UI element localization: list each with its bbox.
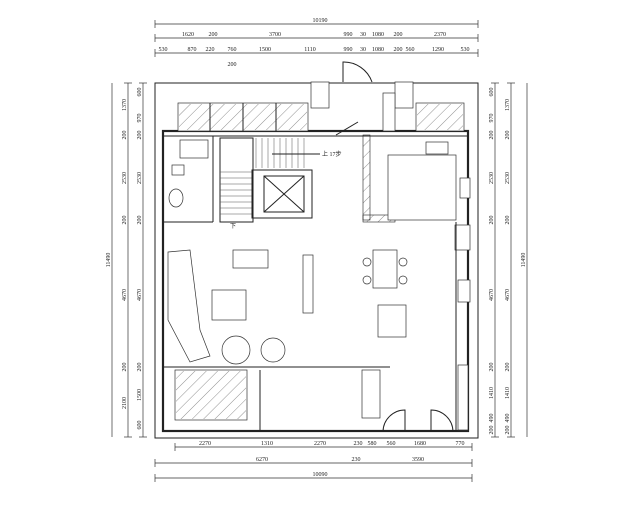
dimension-label: 2270 <box>199 441 211 447</box>
dimension-label: 11490 <box>106 253 112 268</box>
dimension-label: 1370 <box>122 99 128 111</box>
dimension-label: 760 <box>228 47 237 53</box>
dimension-label: 580 <box>368 441 377 447</box>
dimension-label: 490 <box>505 414 511 423</box>
dimension-label: 1620 <box>182 32 194 38</box>
dimension-label: 600 <box>489 88 495 97</box>
dimension-label: 560 <box>406 47 415 53</box>
dimension-label: 200 <box>505 216 511 225</box>
dimension-label: 530 <box>159 47 168 53</box>
dimension-label: 200 <box>137 363 143 372</box>
balcony-bottom <box>174 364 469 433</box>
dimension-label: 1290 <box>432 47 444 53</box>
dimension-label: 200 <box>394 47 403 53</box>
dimension-label: 200 <box>122 131 128 140</box>
dimension-label: 230 <box>354 441 363 447</box>
dimension-label: 200 <box>505 426 511 435</box>
dimension-label: 1370 <box>505 99 511 111</box>
dimension-label: 200 <box>394 32 403 38</box>
dimension-label: 3590 <box>412 457 424 463</box>
dimension-label: 10090 <box>313 472 328 478</box>
dimension-label: 10190 <box>313 18 328 24</box>
dimension-label: 220 <box>206 47 215 53</box>
dimension-label: 4670 <box>137 289 143 301</box>
dimension-label: 30 <box>360 47 366 53</box>
dimension-label: 200 <box>489 216 495 225</box>
dimension-label: 200 <box>228 62 237 68</box>
dimension-label: 4670 <box>122 289 128 301</box>
balcony-windows-top <box>177 81 465 132</box>
dimension-label: 1410 <box>505 387 511 399</box>
dimension-label: 200 <box>505 363 511 372</box>
dimension-label: 2530 <box>137 172 143 184</box>
dimension-label: 870 <box>188 47 197 53</box>
dimension-label: 200 <box>137 216 143 225</box>
dimension-label: 3700 <box>269 32 281 38</box>
dimension-label: 200 <box>489 426 495 435</box>
dimension-label: 11490 <box>521 253 527 268</box>
dimension-label: 2270 <box>314 441 326 447</box>
dimension-label: 1080 <box>372 32 384 38</box>
staircase <box>219 137 320 223</box>
dimension-label: 560 <box>387 441 396 447</box>
dimension-label: 530 <box>461 47 470 53</box>
dimension-label: 1680 <box>414 441 426 447</box>
dimension-label: 600 <box>137 421 143 430</box>
dimension-label: 1410 <box>489 387 495 399</box>
entrance-door-top <box>335 61 373 136</box>
dimension-label: 30 <box>360 32 366 38</box>
dimension-label: 4670 <box>489 289 495 301</box>
dimension-label: 1500 <box>259 47 271 53</box>
dimension-label: 990 <box>344 32 353 38</box>
kitchen <box>362 134 471 430</box>
dimension-label: 200 <box>122 216 128 225</box>
dimension-label: 200 <box>137 131 143 140</box>
dimension-label: 200 <box>122 363 128 372</box>
dimension-label: 4670 <box>505 289 511 301</box>
stairs-down-label: 下 <box>230 223 236 230</box>
dimension-label: 200 <box>489 131 495 140</box>
dimension-label: 2530 <box>122 172 128 184</box>
dimension-label: 2100 <box>122 397 128 409</box>
dimension-label: 2530 <box>489 172 495 184</box>
dimension-label: 970 <box>489 114 495 123</box>
dimension-label: 600 <box>137 88 143 97</box>
dimension-label: 6270 <box>256 457 268 463</box>
dimension-label: 200 <box>209 32 218 38</box>
dimension-label: 770 <box>456 441 465 447</box>
dimension-label: 2370 <box>434 32 446 38</box>
dimension-label: 200 <box>489 363 495 372</box>
bathroom <box>163 136 214 223</box>
elevator <box>251 169 313 219</box>
living-dining <box>163 249 408 368</box>
dimension-label: 1110 <box>304 47 316 53</box>
dimension-label: 1500 <box>137 389 143 401</box>
dimension-label: 230 <box>352 457 361 463</box>
dimension-lines: 10190 1620 200 3700 990 30 1080 200 2370 530 870 22… <box>106 18 528 482</box>
dimension-label: 1310 <box>261 441 273 447</box>
dimension-label: 970 <box>137 114 143 123</box>
dimension-label: 2530 <box>505 172 511 184</box>
dimension-label: 1080 <box>372 47 384 53</box>
dimension-label: 200 <box>505 131 511 140</box>
dimension-label: 490 <box>489 414 495 423</box>
dimension-label: 990 <box>344 47 353 53</box>
stairs-up-label: 上 17步 <box>322 150 342 158</box>
